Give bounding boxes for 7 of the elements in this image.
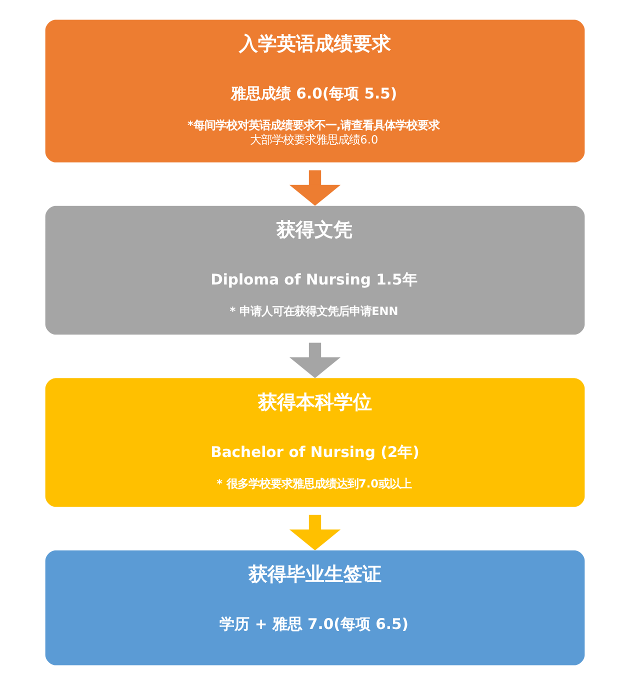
node-box: 入学英语成绩要求 雅思成绩 6.0(每项 5.5) *每间学校对英语成绩要求不一,请查看具体学校要求 大部学校要求雅思成绩6.0: [45, 20, 585, 162]
arrow: [289, 342, 341, 378]
arrow: [289, 514, 341, 550]
arrow: [289, 170, 341, 206]
node-box: 获得毕业生签证 学历 + 雅思 7.0(每项 6.5): [45, 550, 585, 666]
node-box: 获得本科学位 Bachelor of Nursing (2年) * 很多学校要求雅思成绩达到7.0或以上: [45, 378, 585, 507]
node-box: 获得文凭 Diploma of Nursing 1.5年 * 申请人可在获得文凭后申请ENN: [45, 206, 585, 335]
